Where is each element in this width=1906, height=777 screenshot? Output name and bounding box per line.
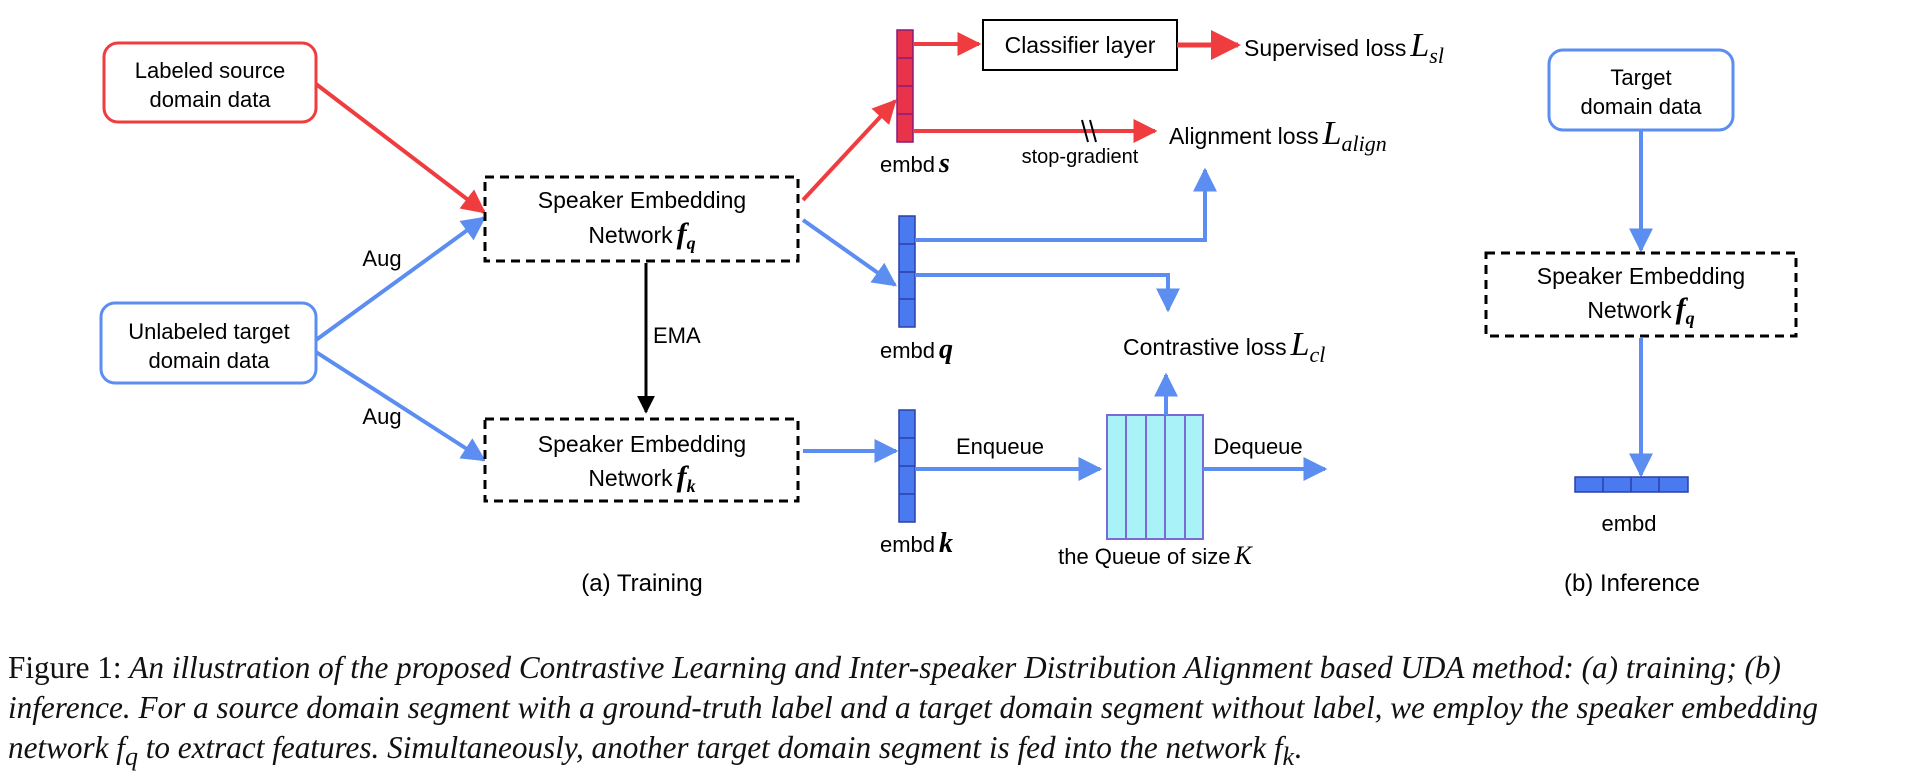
network-fq-line1: Speaker Embedding (538, 187, 746, 213)
inference-network-line2: Network fq (1587, 292, 1694, 328)
aug-top-label: Aug (362, 246, 401, 271)
labeled-source-box: Labeled source domain data (102, 41, 318, 124)
caption-sub-q: q (124, 742, 138, 772)
caption-end: . (1294, 730, 1302, 765)
inference-target-line2: domain data (1580, 94, 1702, 119)
classifier-layer-box: Classifier layer (982, 19, 1178, 71)
enqueue-label: Enqueue (956, 434, 1044, 459)
embd-s-vector (896, 29, 914, 143)
embd-k-vector (898, 409, 916, 523)
inference-target-line1: Target (1610, 65, 1671, 90)
contrastive-loss-label: Contrastive loss Lcl (1123, 326, 1325, 367)
aug-bottom-label: Aug (362, 404, 401, 429)
embd-s-label: embd s (880, 148, 950, 179)
inference-network-fq-box: Speaker Embedding Network fq (1484, 251, 1798, 338)
inference-embd-vector (1574, 476, 1689, 493)
inference-embd-label: embd (1601, 511, 1656, 536)
inference-target-box: Target domain data (1547, 48, 1735, 132)
arrow-source-to-fq (314, 82, 486, 214)
arrow-embd-q-to-align (915, 167, 1217, 242)
arrow-target-to-fk (314, 350, 487, 462)
queue-size-label: the Queue of size K (1058, 541, 1253, 570)
dequeue-label: Dequeue (1213, 434, 1302, 459)
caption-lead: Figure 1: (8, 650, 122, 685)
arrow-target-to-fq (314, 216, 486, 342)
classifier-label: Classifier layer (1005, 32, 1156, 58)
queue (1106, 414, 1204, 540)
labeled-source-line1: Labeled source (135, 58, 285, 83)
network-fk-box: Speaker Embedding Network fk (483, 417, 800, 503)
network-fq-line2: Network fq (588, 217, 695, 253)
embd-q-vector (898, 215, 916, 328)
labeled-source-line2: domain data (149, 87, 271, 112)
unlabeled-target-line2: domain data (148, 348, 270, 373)
unlabeled-target-box: Unlabeled target domain data (99, 301, 318, 385)
uda-diagram: Labeled source domain data Unlabeled tar… (99, 19, 1798, 597)
panel-a-label: (a) Training (581, 570, 702, 597)
inference-network-line1: Speaker Embedding (1537, 263, 1745, 289)
unlabeled-target-line1: Unlabeled target (128, 319, 289, 344)
figure-caption: Figure 1: An illustration of the propose… (8, 648, 1898, 777)
embd-k-label: embd k (880, 528, 953, 559)
arrow-embd-q-to-cl (915, 273, 1180, 313)
arrow-fq-to-embd-s (801, 99, 897, 202)
panel-b-label: (b) Inference (1564, 570, 1700, 597)
alignment-loss-label: Alignment loss Lalign (1169, 115, 1387, 156)
embd-q-label: embd q (880, 334, 953, 365)
ema-label: EMA (653, 323, 701, 348)
network-fq-box: Speaker Embedding Network fq (483, 175, 800, 263)
caption-sub-k: k (1282, 742, 1295, 772)
caption-body-2: to extract features. Simultaneously, ano… (137, 730, 1283, 765)
stop-gradient-mark (1081, 119, 1097, 143)
caption-body: An illustration of the proposed Contrast… (8, 650, 1819, 765)
arrow-fq-to-embd-q (801, 218, 897, 287)
network-fk-line2: Network fk (588, 460, 695, 496)
network-fk-line1: Speaker Embedding (538, 431, 746, 457)
stop-gradient-label: stop-gradient (1022, 146, 1139, 168)
supervised-loss-label: Supervised loss Lsl (1244, 27, 1444, 68)
